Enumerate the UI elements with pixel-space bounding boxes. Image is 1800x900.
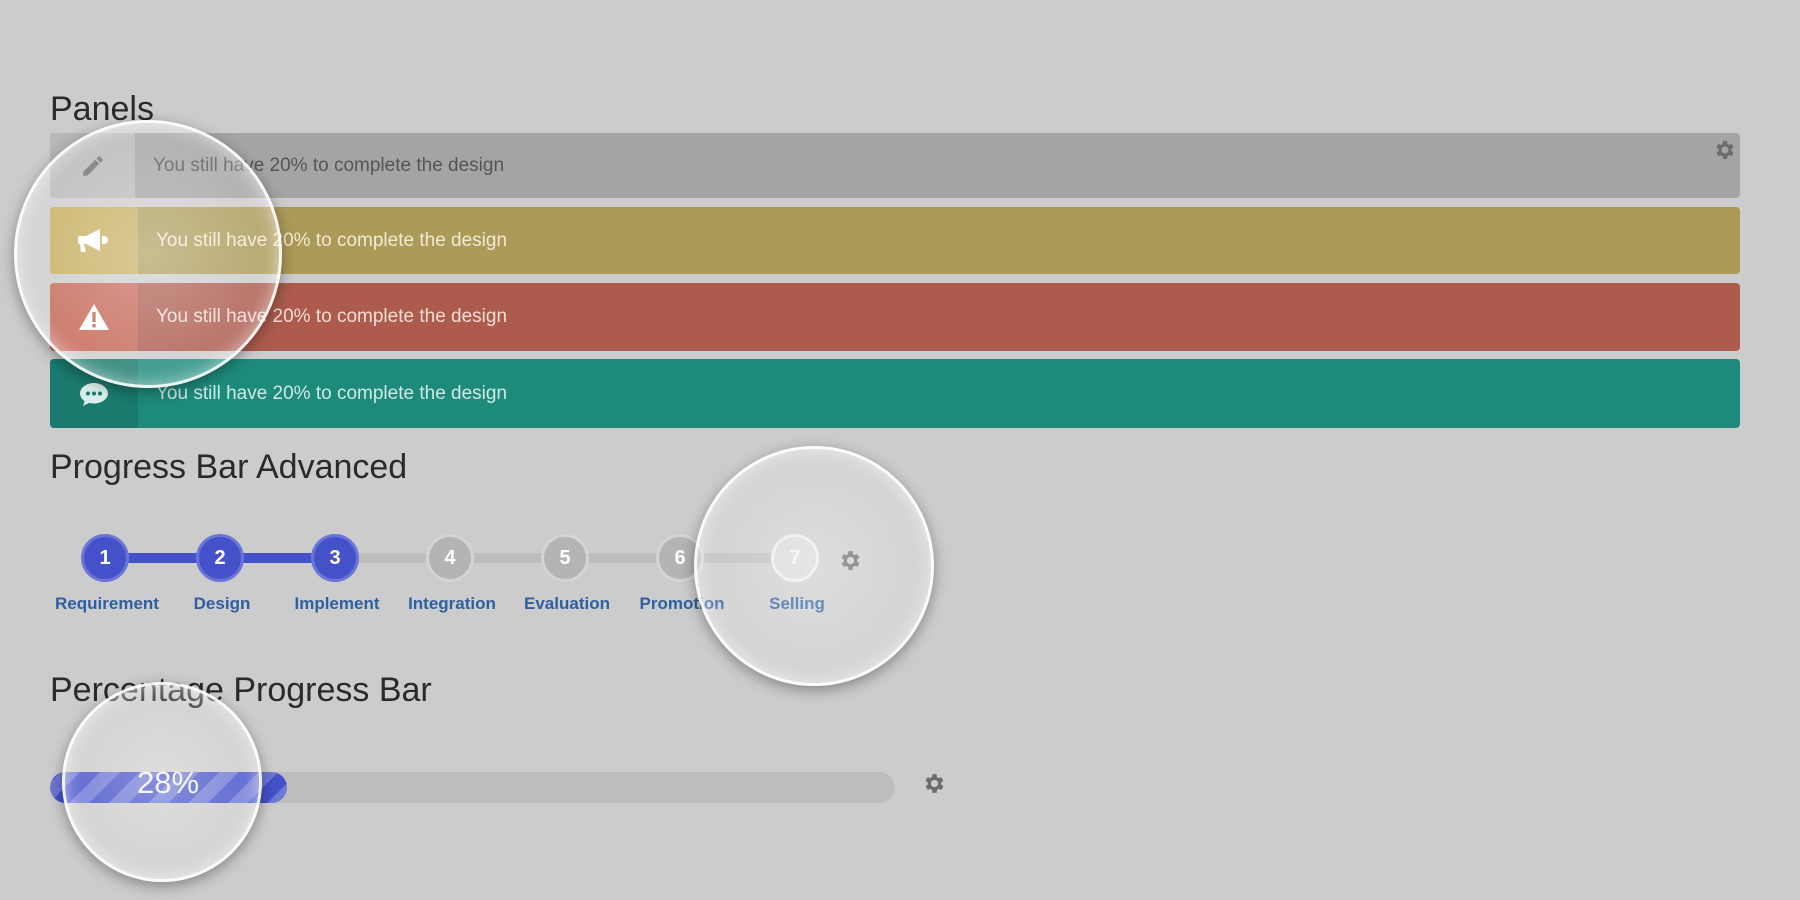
step-4-circle[interactable]: 4: [426, 534, 474, 582]
chat-bubble-icon: [50, 359, 138, 428]
percentage-progress-bar-title: Percentage Progress Bar: [50, 671, 432, 709]
step-connector: [585, 553, 660, 563]
step-1-label: Requirement: [55, 594, 159, 613]
gear-icon[interactable]: [922, 771, 947, 801]
step-4-label: Integration: [408, 594, 496, 613]
panel-message: You still have 20% to complete the desig…: [50, 359, 1740, 428]
step-2-label: Design: [193, 594, 251, 613]
step-connector: [355, 553, 430, 563]
gear-icon[interactable]: [838, 548, 863, 578]
step-1-circle[interactable]: 1: [81, 534, 129, 582]
panel-text: You still have 20% to complete the desig…: [156, 229, 508, 251]
warning-icon: [50, 283, 138, 351]
step-connector: [240, 553, 315, 563]
step-3-circle[interactable]: 3: [311, 534, 359, 582]
step-5-label: Evaluation: [524, 594, 610, 613]
step-6-circle[interactable]: 6: [656, 534, 704, 582]
panel-notice: You still have 20% to complete the desig…: [50, 133, 1740, 198]
gear-icon[interactable]: [1713, 138, 1737, 167]
step-connector: [700, 553, 775, 563]
percentage-progress-label: 28%: [136, 765, 200, 800]
panel-announcement: You still have 20% to complete the desig…: [50, 207, 1740, 274]
percentage-progress-track: [50, 772, 895, 803]
step-5-circle[interactable]: 5: [541, 534, 589, 582]
panels-title: Panels: [50, 90, 154, 128]
panel-text: You still have 20% to complete the desig…: [156, 382, 508, 404]
panel-text: You still have 20% to complete the desig…: [153, 154, 505, 176]
percentage-progress-fill: [50, 772, 287, 803]
step-6-label: Promotion: [639, 594, 725, 613]
step-7-circle[interactable]: 7: [771, 534, 819, 582]
pencil-icon: [50, 133, 135, 198]
step-7-label: Selling: [769, 594, 825, 613]
panel-warning: You still have 20% to complete the desig…: [50, 283, 1740, 351]
megaphone-icon: [50, 207, 138, 274]
step-3-label: Implement: [294, 594, 380, 613]
panel-text: You still have 20% to complete the desig…: [156, 306, 508, 327]
step-2-circle[interactable]: 2: [196, 534, 244, 582]
step-connector: [470, 553, 545, 563]
progress-bar-advanced-title: Progress Bar Advanced: [50, 448, 408, 486]
step-connector: [125, 553, 200, 563]
